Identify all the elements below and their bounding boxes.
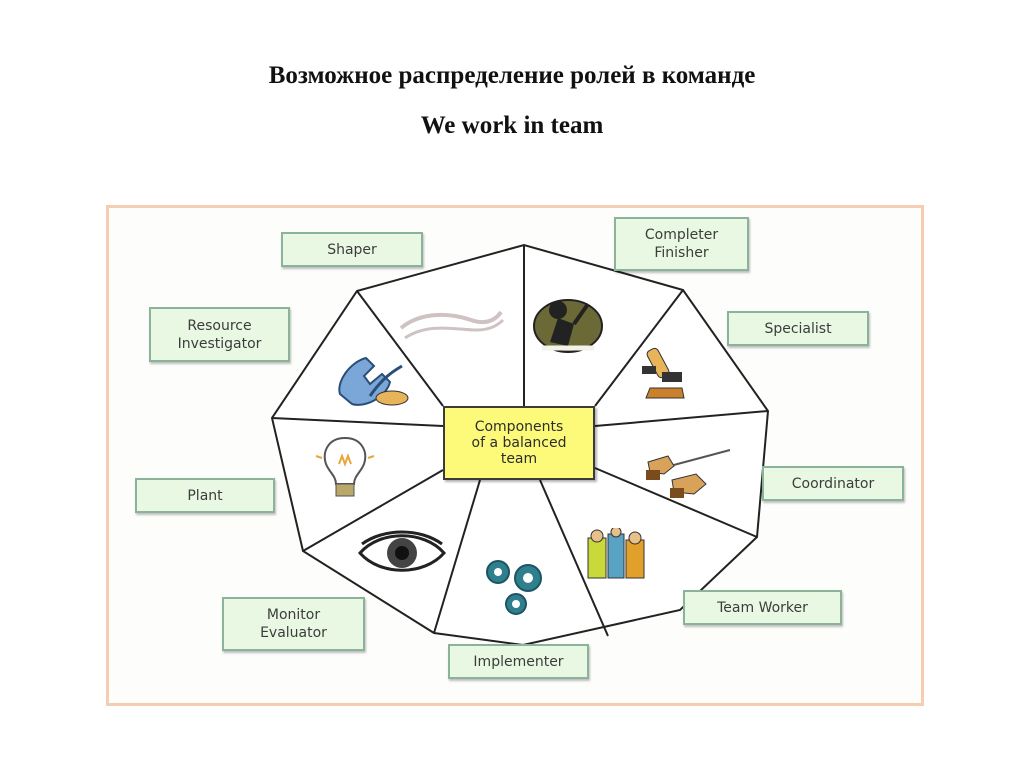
microscope-icon: [642, 347, 685, 399]
teamwork-people-icon: [587, 528, 645, 579]
slide-title: Возможное распределение ролей в команде: [268, 62, 756, 89]
curved-strokes-icon: [399, 310, 505, 340]
role-label-resource-investigator: Resource Investigator: [149, 307, 290, 362]
role-label-coordinator: Coordinator: [762, 466, 904, 501]
spoke: [594, 410, 769, 427]
spoke: [302, 469, 444, 552]
conductor-hands-icon: [646, 449, 731, 498]
role-label-specialist: Specialist: [727, 311, 869, 346]
spoke: [271, 417, 444, 427]
spoke: [594, 289, 684, 407]
person-with-flag-icon: [533, 299, 603, 353]
role-label-implementer: Implementer: [448, 644, 589, 679]
gears-icon: [486, 560, 542, 615]
center-box: Components of a balanced team: [443, 406, 595, 480]
role-label-plant: Plant: [135, 478, 275, 513]
eye-icon: [358, 530, 446, 572]
spoke: [594, 467, 758, 538]
wheel-spokes: [271, 245, 769, 637]
telephone-icon: [338, 356, 409, 406]
spoke: [356, 290, 444, 407]
spoke: [539, 479, 609, 637]
role-label-team-worker: Team Worker: [683, 590, 842, 625]
light-bulb-icon: [315, 436, 375, 497]
role-label-monitor-evaluator: Monitor Evaluator: [222, 597, 365, 651]
role-label-completer-finisher: Completer Finisher: [614, 217, 749, 271]
slide-subtitle: We work in team: [420, 112, 604, 139]
spoke: [433, 479, 481, 634]
role-label-shaper: Shaper: [281, 232, 423, 267]
